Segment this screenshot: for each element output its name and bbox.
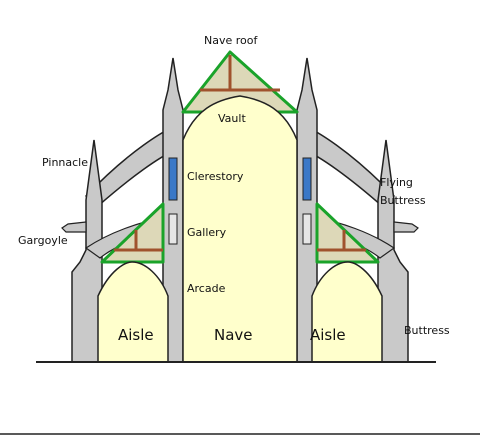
- label-flying-buttress-line2: Buttress: [380, 194, 426, 207]
- right-gargoyle: [393, 221, 419, 233]
- label-arcade: Arcade: [187, 282, 226, 295]
- label-aisle-left: Aisle: [118, 326, 154, 344]
- label-pinnacle: Pinnacle: [42, 156, 88, 169]
- label-nave-roof: Nave roof: [204, 34, 258, 47]
- label-buttress: Buttress: [404, 324, 450, 337]
- label-flying-buttress-line1: Flying: [380, 176, 413, 189]
- left-clerestory-window: [168, 157, 178, 201]
- label-nave: Nave: [214, 326, 253, 344]
- label-clerestory: Clerestory: [187, 170, 244, 183]
- left-gallery-opening: [168, 213, 178, 245]
- right-clerestory-window: [302, 157, 312, 201]
- label-gargoyle: Gargoyle: [18, 234, 68, 247]
- right-aisle-interior: [311, 261, 383, 363]
- left-aisle-interior: [97, 261, 169, 363]
- right-aisle-roof: [315, 202, 380, 264]
- label-vault: Vault: [218, 112, 246, 125]
- right-gallery-opening: [302, 213, 312, 245]
- label-aisle-right: Aisle: [310, 326, 346, 344]
- label-gallery: Gallery: [187, 226, 227, 239]
- left-aisle-roof: [100, 202, 165, 264]
- nave-interior: [182, 95, 298, 363]
- left-gargoyle: [61, 221, 87, 233]
